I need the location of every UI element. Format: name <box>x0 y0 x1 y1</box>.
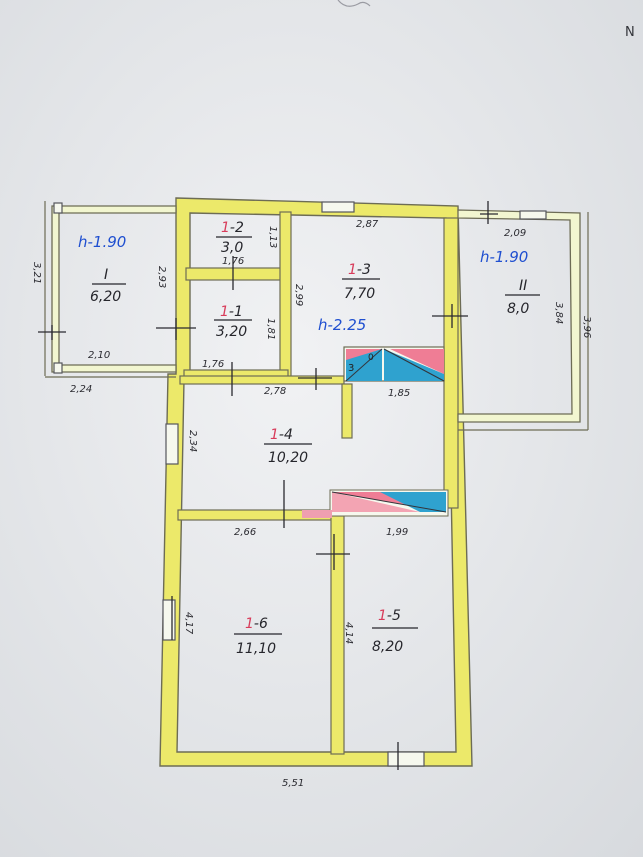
dim-11-height: 1,81 <box>265 318 276 340</box>
dim-I-right: 2,93 <box>156 266 167 288</box>
walls <box>44 197 589 767</box>
room-area-1-5: 8,20 <box>372 639 403 655</box>
dim-13-top: 2,87 <box>356 219 379 230</box>
room-labels: h-1.90 I 6,20 1-2 3,0 1-1 3,20 1-3 7,70 … <box>78 220 540 657</box>
openings <box>53 201 547 767</box>
stair-pink-right <box>390 349 444 374</box>
veranda-2-walls <box>457 209 581 423</box>
window-bottom-15 <box>387 751 425 767</box>
height-veranda-2: h-1.90 <box>480 248 528 266</box>
room-num-1-4: 1-4 <box>270 427 293 443</box>
window-left-14 <box>165 423 179 465</box>
stub-partition <box>341 383 353 439</box>
wall-between-16-15 <box>330 515 345 755</box>
room-num-1-3: 1-3 <box>348 262 371 278</box>
room-num-1-2: 1-2 <box>221 220 244 236</box>
height-room-1-3: h-2.25 <box>318 316 366 334</box>
wall-east-13 <box>443 217 459 509</box>
room-area-1-2: 3,0 <box>221 240 243 256</box>
room-prefix-1-4: 1 <box>270 427 279 443</box>
stair-diagonal-2 <box>383 348 445 382</box>
window-top-13 <box>321 201 355 213</box>
dim-II-top: 2,09 <box>504 228 526 239</box>
stairs: 3 0 <box>302 346 449 518</box>
door-pink-marker <box>302 510 332 518</box>
room-name-I: I <box>104 267 108 283</box>
dim-II-outer: 3,96 <box>581 316 592 338</box>
header-fragment: N <box>625 25 635 40</box>
window-top-veranda2 <box>519 210 547 220</box>
room-area-I: 6,20 <box>90 289 121 305</box>
dim-12-width: 1,76 <box>222 256 244 267</box>
door-ticks <box>38 201 498 770</box>
dim-I-inner-bottom: 2,10 <box>88 350 110 361</box>
wall-west-13 <box>279 211 292 383</box>
room-prefix-1-6: 1 <box>245 616 254 632</box>
dim-12-height: 1,13 <box>267 226 278 248</box>
room-name-II: II <box>519 278 527 294</box>
window-veranda1-bottom <box>53 362 63 374</box>
dim-15-top: 1,99 <box>386 527 408 538</box>
dim-11-width: 1,76 <box>202 359 224 370</box>
dim-15-height: 4,14 <box>343 622 354 644</box>
dim-corridor-width: 2,78 <box>264 386 286 397</box>
room-area-1-3: 7,70 <box>344 286 375 302</box>
room-prefix-1-2: 1 <box>221 220 230 236</box>
room-suffix-1-4: -4 <box>279 427 293 443</box>
window-left-16 <box>162 599 176 641</box>
room-num-1-5: 1-5 <box>378 608 401 624</box>
room-prefix-1-5: 1 <box>378 608 387 624</box>
room-suffix-1-6: -6 <box>254 616 268 632</box>
room-area-II: 8,0 <box>507 301 529 317</box>
lower-wedge-diagonal <box>331 491 447 513</box>
window-veranda1-top <box>53 202 63 214</box>
wall-north-14 <box>179 375 345 385</box>
room-suffix-1-1: -1 <box>229 304 243 320</box>
lower-wedge-pink-bottom <box>332 492 420 512</box>
dim-14-height: 2,34 <box>187 430 198 452</box>
stamp-fragment <box>337 0 371 7</box>
dim-I-left: 3,21 <box>31 262 42 284</box>
dim-I-outer-bottom: 2,24 <box>70 384 92 395</box>
dim-overall-bottom: 5,51 <box>282 778 304 789</box>
stair-label: 3 <box>348 363 354 374</box>
room-prefix-1-1: 1 <box>220 304 229 320</box>
dimension-labels: 3,21 2,93 2,10 2,24 1,76 1,13 1,76 1,81 … <box>31 219 592 789</box>
room-num-1-1: 1-1 <box>220 304 243 320</box>
room-num-1-6: 1-6 <box>245 616 268 632</box>
dim-stair-width: 1,85 <box>388 388 410 399</box>
wall-between-12-11 <box>185 267 283 281</box>
dim-II-inner: 3,84 <box>553 302 564 324</box>
dim-13-left: 2,99 <box>293 284 304 306</box>
dim-16-height: 4,17 <box>183 612 194 635</box>
room-suffix-1-5: -5 <box>387 608 401 624</box>
lower-wedge-cyan <box>380 492 446 512</box>
room-suffix-1-2: -2 <box>230 220 244 236</box>
stair-diagonal <box>345 348 383 382</box>
room-prefix-1-3: 1 <box>348 262 357 278</box>
height-veranda-1: h-1.90 <box>78 233 126 251</box>
room-suffix-1-3: -3 <box>357 262 371 278</box>
dim-16-top: 2,66 <box>234 527 256 538</box>
stair-symbol: 0 <box>368 353 374 363</box>
room-area-1-4: 10,20 <box>268 450 308 466</box>
room-area-1-1: 3,20 <box>216 324 247 340</box>
room-area-1-6: 11,10 <box>236 641 276 657</box>
